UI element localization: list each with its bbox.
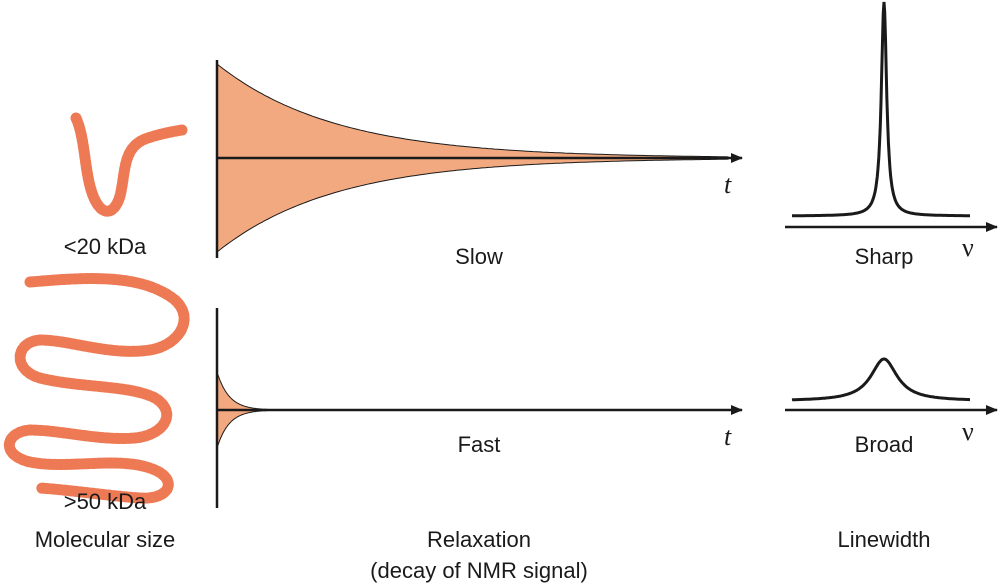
broad-label: Broad (855, 432, 914, 457)
fast-t-symbol: t (724, 422, 732, 451)
small-protein-core (72, 114, 186, 215)
linewidth-heading: Linewidth (838, 527, 931, 552)
broad-peak-line (791, 357, 970, 402)
sharp-label: Sharp (855, 244, 914, 269)
large-protein-core (5, 275, 188, 502)
large-protein-icon (3, 273, 190, 504)
sharp-nu-symbol: ν (962, 233, 974, 262)
broad-spectrum-plot: ν (785, 357, 998, 446)
fast-label: Fast (458, 432, 501, 457)
sharp-peak-line (792, 1, 970, 218)
large-size-label: >50 kDa (64, 489, 147, 514)
slow-decay-plot: t (215, 60, 743, 258)
small-protein-icon (70, 112, 188, 217)
slow-t-symbol: t (724, 170, 732, 199)
relaxation-subheading: (decay of NMR signal) (370, 558, 588, 583)
fast-decay-plot: t (215, 308, 743, 508)
slow-label: Slow (455, 244, 503, 269)
molecular-size-heading: Molecular size (35, 527, 176, 552)
broad-nu-symbol: ν (962, 417, 974, 446)
small-size-label: <20 kDa (64, 234, 147, 259)
sharp-spectrum-plot: ν (785, 1, 998, 262)
relaxation-heading: Relaxation (427, 527, 531, 552)
